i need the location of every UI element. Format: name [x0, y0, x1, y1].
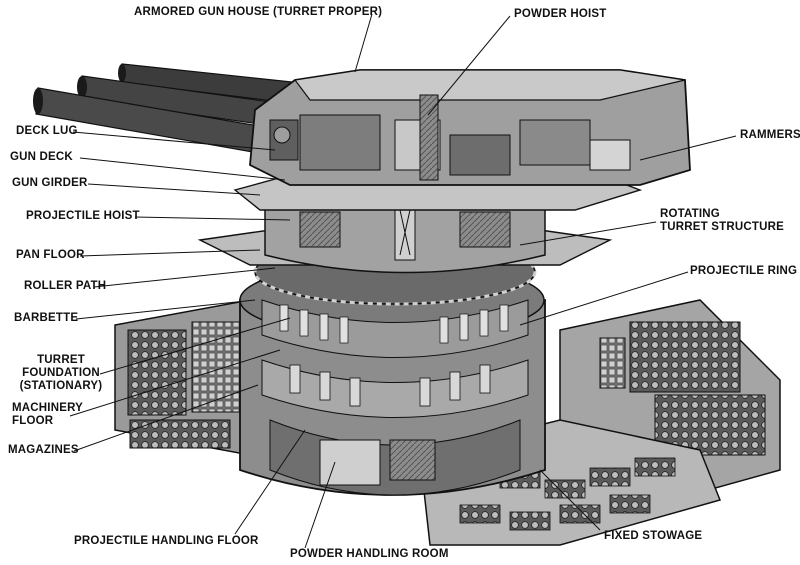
label-deck-lug: DECK LUG [16, 125, 78, 137]
label-rotating-turret-structure: ROTATING TURRET STRUCTURE [660, 208, 784, 234]
label-magazines: MAGAZINES [8, 444, 79, 456]
label-barbette: BARBETTE [14, 312, 79, 324]
label-projectile-hoist: PROJECTILE HOIST [26, 210, 140, 222]
label-powder-handling-room: POWDER HANDLING ROOM [290, 548, 449, 560]
label-powder-hoist: POWDER HOIST [514, 8, 607, 20]
armored-gun-house [249, 69, 691, 186]
label-turret-foundation-line1: TURRET [37, 354, 85, 366]
label-armored-gun-house: ARMORED GUN HOUSE (TURRET PROPER) [134, 6, 383, 18]
label-turret-foundation: TURRET FOUNDATION (STATIONARY) [18, 354, 104, 393]
rotating-turret-structure [264, 199, 546, 274]
label-pan-floor: PAN FLOOR [16, 249, 85, 261]
leader-lines [69, 13, 737, 549]
projectile-ring [261, 299, 529, 358]
label-rotating-turret-line1: ROTATING [660, 208, 720, 220]
projectile-handling-floor [261, 359, 529, 418]
label-fixed-stowage: FIXED STOWAGE [604, 530, 703, 542]
label-turret-foundation-line3: (STATIONARY) [19, 380, 103, 392]
label-turret-foundation-line2: FOUNDATION [22, 367, 100, 379]
label-rammers: RAMMERS [740, 129, 800, 141]
label-machinery-floor-line1: MACHINERY [12, 402, 84, 414]
label-projectile-handling-floor: PROJECTILE HANDLING FLOOR [74, 535, 259, 547]
label-projectile-ring: PROJECTILE RING [690, 265, 798, 277]
label-gun-girder: GUN GIRDER [12, 177, 88, 189]
magazine-left-block [114, 299, 251, 456]
label-rotating-turret-line2: TURRET STRUCTURE [660, 221, 784, 233]
label-gun-deck: GUN DECK [10, 151, 73, 163]
label-machinery-floor-line2: FLOOR [12, 415, 54, 427]
label-roller-path: ROLLER PATH [24, 280, 107, 292]
label-machinery-floor: MACHINERY FLOOR [12, 402, 83, 428]
